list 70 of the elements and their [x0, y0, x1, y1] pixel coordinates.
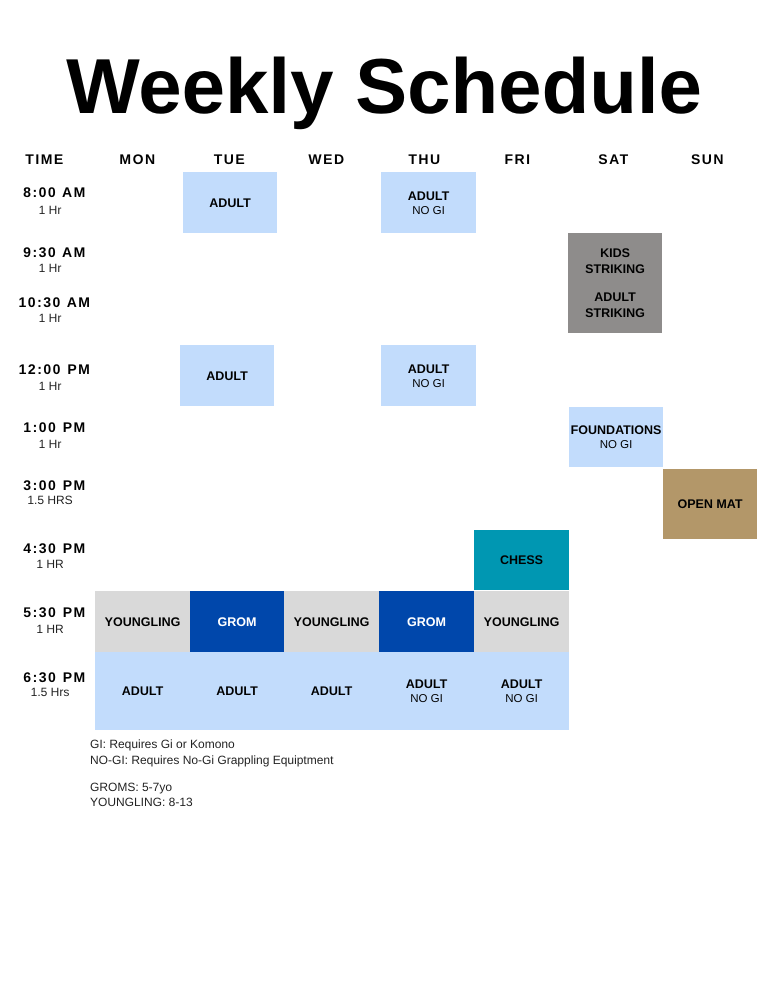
- page-title: Weekly Schedule: [65, 41, 703, 132]
- class-name: ADULT: [500, 676, 542, 692]
- class-block: [95, 591, 190, 652]
- time-label: 5:30 PM: [23, 604, 87, 620]
- time-label: 1:00 PM: [23, 419, 87, 435]
- class-note: NO GI: [412, 204, 445, 218]
- column-header: THU: [408, 151, 442, 167]
- time-label: 4:30 PM: [23, 540, 87, 556]
- class-name: ADULT: [310, 683, 352, 699]
- column-header: FRI: [504, 151, 532, 167]
- note-text: GROMS: 5-7yo: [90, 780, 172, 794]
- class-name: FOUNDATIONS: [570, 422, 662, 438]
- time-label: 6:30 PM: [23, 669, 87, 685]
- class-note: NO GI: [600, 438, 632, 452]
- class-name: KIDS STRIKING: [584, 245, 646, 277]
- class-name: ADULT STRIKING: [584, 289, 646, 321]
- class-name: GROM: [407, 614, 446, 630]
- duration-label: 1 Hr: [38, 203, 62, 217]
- class-note: NO GI: [412, 376, 445, 390]
- time-label: 12:00 PM: [18, 361, 92, 377]
- class-note: NO GI: [410, 692, 443, 706]
- time-label: 8:00 AM: [23, 184, 87, 200]
- class-block: [474, 591, 569, 652]
- class-name: GROM: [218, 614, 256, 630]
- duration-label: 1.5 Hrs: [30, 685, 70, 699]
- duration-label: 1 Hr: [38, 437, 62, 451]
- class-name: CHESS: [500, 552, 544, 568]
- column-header: SAT: [598, 151, 630, 167]
- class-block: [95, 652, 190, 730]
- class-name: ADULT: [406, 676, 448, 692]
- column-header: MON: [119, 151, 157, 167]
- class-block: [474, 652, 569, 730]
- duration-label: 1 Hr: [38, 311, 62, 325]
- column-header: TUE: [214, 151, 246, 167]
- duration-label: 1 HR: [36, 557, 64, 571]
- class-block: [474, 530, 569, 590]
- duration-label: 1 Hr: [38, 379, 62, 393]
- time-label: 3:00 PM: [23, 477, 87, 493]
- class-block: [190, 591, 284, 652]
- duration-label: 1.5 HRS: [27, 493, 73, 507]
- note-text: YOUNGLING: 8-13: [90, 795, 193, 809]
- class-block: [663, 469, 757, 539]
- column-header: TIME: [25, 151, 65, 167]
- class-block: [180, 345, 274, 406]
- class-block: [381, 172, 476, 233]
- time-label: 9:30 AM: [23, 244, 87, 260]
- class-name: YOUNGLING: [294, 614, 370, 630]
- class-name: YOUNGLING: [484, 614, 560, 630]
- class-block: [379, 591, 474, 652]
- class-block: [569, 407, 663, 467]
- class-name: YOUNGLING: [104, 614, 180, 630]
- column-header: SUN: [690, 151, 726, 167]
- note-text: GI: Requires Gi or Komono: [90, 737, 235, 751]
- duration-label: 1 Hr: [38, 261, 62, 275]
- class-note: NO GI: [505, 692, 538, 706]
- note-text: NO-GI: Requires No-Gi Grappling Equiptment: [90, 753, 334, 767]
- class-name: ADULT: [122, 683, 164, 699]
- class-name: ADULT: [408, 188, 450, 204]
- class-block: [284, 591, 379, 652]
- class-block: [381, 345, 476, 406]
- class-name: ADULT: [209, 194, 251, 210]
- column-header: WED: [308, 151, 346, 167]
- class-block: [183, 172, 277, 233]
- class-name: OPEN MAT: [677, 496, 743, 512]
- duration-label: 1 HR: [36, 622, 64, 636]
- class-block: [568, 233, 662, 333]
- class-name: ADULT: [216, 683, 258, 699]
- class-name: ADULT: [408, 360, 450, 376]
- class-name: ADULT: [206, 368, 248, 384]
- time-label: 10:30 AM: [18, 294, 92, 310]
